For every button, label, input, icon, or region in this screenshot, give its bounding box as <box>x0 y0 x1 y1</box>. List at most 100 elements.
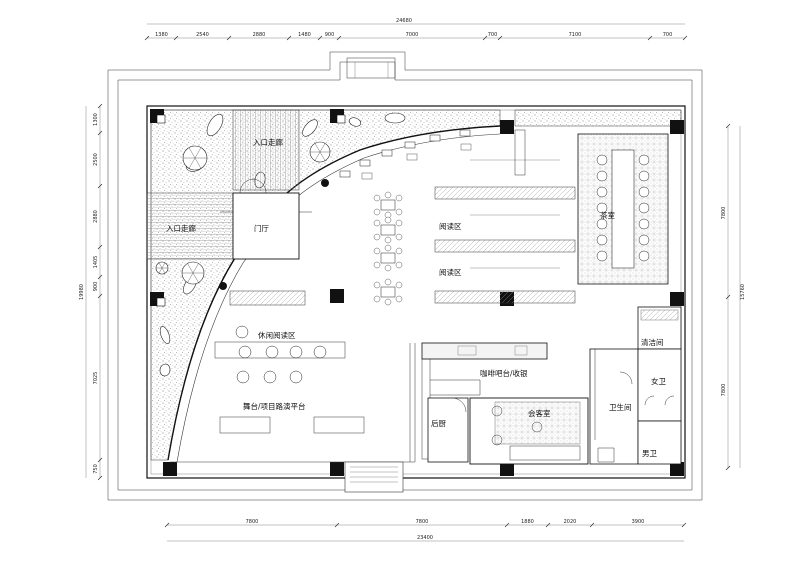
tea-chair <box>596 186 608 198</box>
label-male-wc: 男卫 <box>642 449 657 458</box>
foyer-room <box>220 178 312 260</box>
tea-chair <box>596 234 608 246</box>
label-restroom: 卫生间 <box>609 402 632 412</box>
curved-bench-row <box>339 129 472 180</box>
site-boundary <box>107 51 703 501</box>
reading-shelves <box>434 129 576 304</box>
left-segment-dimension-0: 1300 <box>93 113 99 126</box>
bottom-segment-dimension-3: 2020 <box>564 519 577 525</box>
entrance-deck-left <box>146 192 234 260</box>
table <box>380 252 396 264</box>
structural-column <box>330 462 344 476</box>
structural-column <box>670 292 684 306</box>
left-segment-dimension-6: 750 <box>93 464 99 474</box>
top-segment-dimension-0: 1380 <box>155 32 168 38</box>
stage-seat <box>289 370 303 384</box>
lounge-seat <box>235 325 249 339</box>
tea-chair <box>638 234 650 246</box>
top-segment-dimension-5: 7000 <box>406 32 419 38</box>
label-leisure-reading-area: 休闲阅读区 <box>258 330 296 340</box>
marker-dot <box>219 282 227 290</box>
rock <box>159 326 171 344</box>
lounge-seat <box>313 345 327 359</box>
bench <box>429 134 441 142</box>
lounge-seat <box>289 345 303 359</box>
left-total-dimension: 19980 <box>79 284 85 300</box>
bench <box>459 129 471 137</box>
tea-chair <box>638 154 650 166</box>
reading-table-groups <box>373 191 403 306</box>
bottom-segment-dimension-2: 1880 <box>521 519 534 525</box>
tea-chair <box>638 170 650 182</box>
label-reception-room: 会客室 <box>528 408 551 418</box>
rock <box>302 119 318 137</box>
label-stage-platform: 舞台/项目路演平台 <box>243 401 306 411</box>
room-labels: 入口走廊 入口走廊 门厅 阅读区 阅读区 茶室 休闲阅读区 咖啡吧台/收银 舞台… <box>166 137 666 458</box>
bottom-segment-dimension-4: 3900 <box>632 519 645 525</box>
right-dimension-lower: 7800 <box>721 384 727 397</box>
bench <box>404 141 416 149</box>
left-segment-dimension-4: 900 <box>93 282 99 292</box>
label-cafe-bar-cashier: 咖啡吧台/收银 <box>480 368 528 378</box>
tea-chair <box>638 218 650 230</box>
bench <box>339 170 351 178</box>
bench <box>359 159 371 167</box>
top-segment-dimension-6: 700 <box>488 32 498 38</box>
rock <box>384 112 406 124</box>
label-reading-area-1: 阅读区 <box>439 221 462 231</box>
back-kitchen <box>427 397 469 463</box>
bench <box>381 149 393 157</box>
label-reading-area-2: 阅读区 <box>439 267 462 277</box>
label-cleaning-room: 清洁间 <box>641 337 664 347</box>
lounge-seat <box>265 345 279 359</box>
tea-chair <box>638 186 650 198</box>
tea-chair <box>596 250 608 262</box>
table <box>380 199 396 211</box>
tea-chair <box>596 154 608 166</box>
structural-column <box>330 289 344 303</box>
rock <box>206 113 224 137</box>
right-dimension-upper: 7800 <box>721 207 727 220</box>
stage-platform <box>170 370 415 493</box>
structural-column <box>500 120 514 134</box>
table <box>380 286 396 298</box>
male-wc <box>597 420 682 465</box>
left-dimension-lines: 1300 2500 2880 1405 900 7025 750 19980 <box>79 103 103 481</box>
left-segment-dimension-3: 1405 <box>93 256 99 269</box>
label-back-kitchen: 后厨 <box>431 418 446 428</box>
entrance-deck-top <box>232 109 300 191</box>
stage-seat <box>236 370 250 384</box>
label-tea-room: 茶室 <box>600 210 615 220</box>
label-foyer: 门厅 <box>254 224 269 233</box>
tea-chair <box>638 250 650 262</box>
structural-column <box>670 120 684 134</box>
marker-dot <box>321 179 329 187</box>
left-segment-dimension-1: 2500 <box>93 153 99 166</box>
top-total-dimension: 24680 <box>396 18 412 24</box>
tea-chair <box>596 218 608 230</box>
top-segment-dimension-7: 7100 <box>569 32 582 38</box>
rock <box>159 363 171 377</box>
leisure-reading-area <box>214 290 346 359</box>
top-segment-dimension-1: 2540 <box>196 32 209 38</box>
stage-seat <box>263 370 277 384</box>
table <box>380 224 396 236</box>
reception-room <box>469 397 589 465</box>
top-segment-dimension-8: 700 <box>663 32 673 38</box>
right-total-dimension: 15760 <box>740 284 746 300</box>
top-segment-dimension-4: 900 <box>325 32 335 38</box>
left-segment-dimension-5: 7025 <box>93 372 99 385</box>
female-wc <box>637 348 682 422</box>
bottom-total-dimension: 23400 <box>417 535 433 541</box>
left-segment-dimension-2: 2880 <box>93 210 99 223</box>
structural-column <box>670 462 684 476</box>
label-entrance-corridor-top: 入口走廊 <box>253 137 283 147</box>
bottom-segment-dimension-1: 7800 <box>416 519 429 525</box>
tea-chair <box>638 202 650 214</box>
lounge-seat <box>238 345 252 359</box>
top-segment-dimension-3: 1480 <box>298 32 311 38</box>
structural-column <box>163 462 177 476</box>
